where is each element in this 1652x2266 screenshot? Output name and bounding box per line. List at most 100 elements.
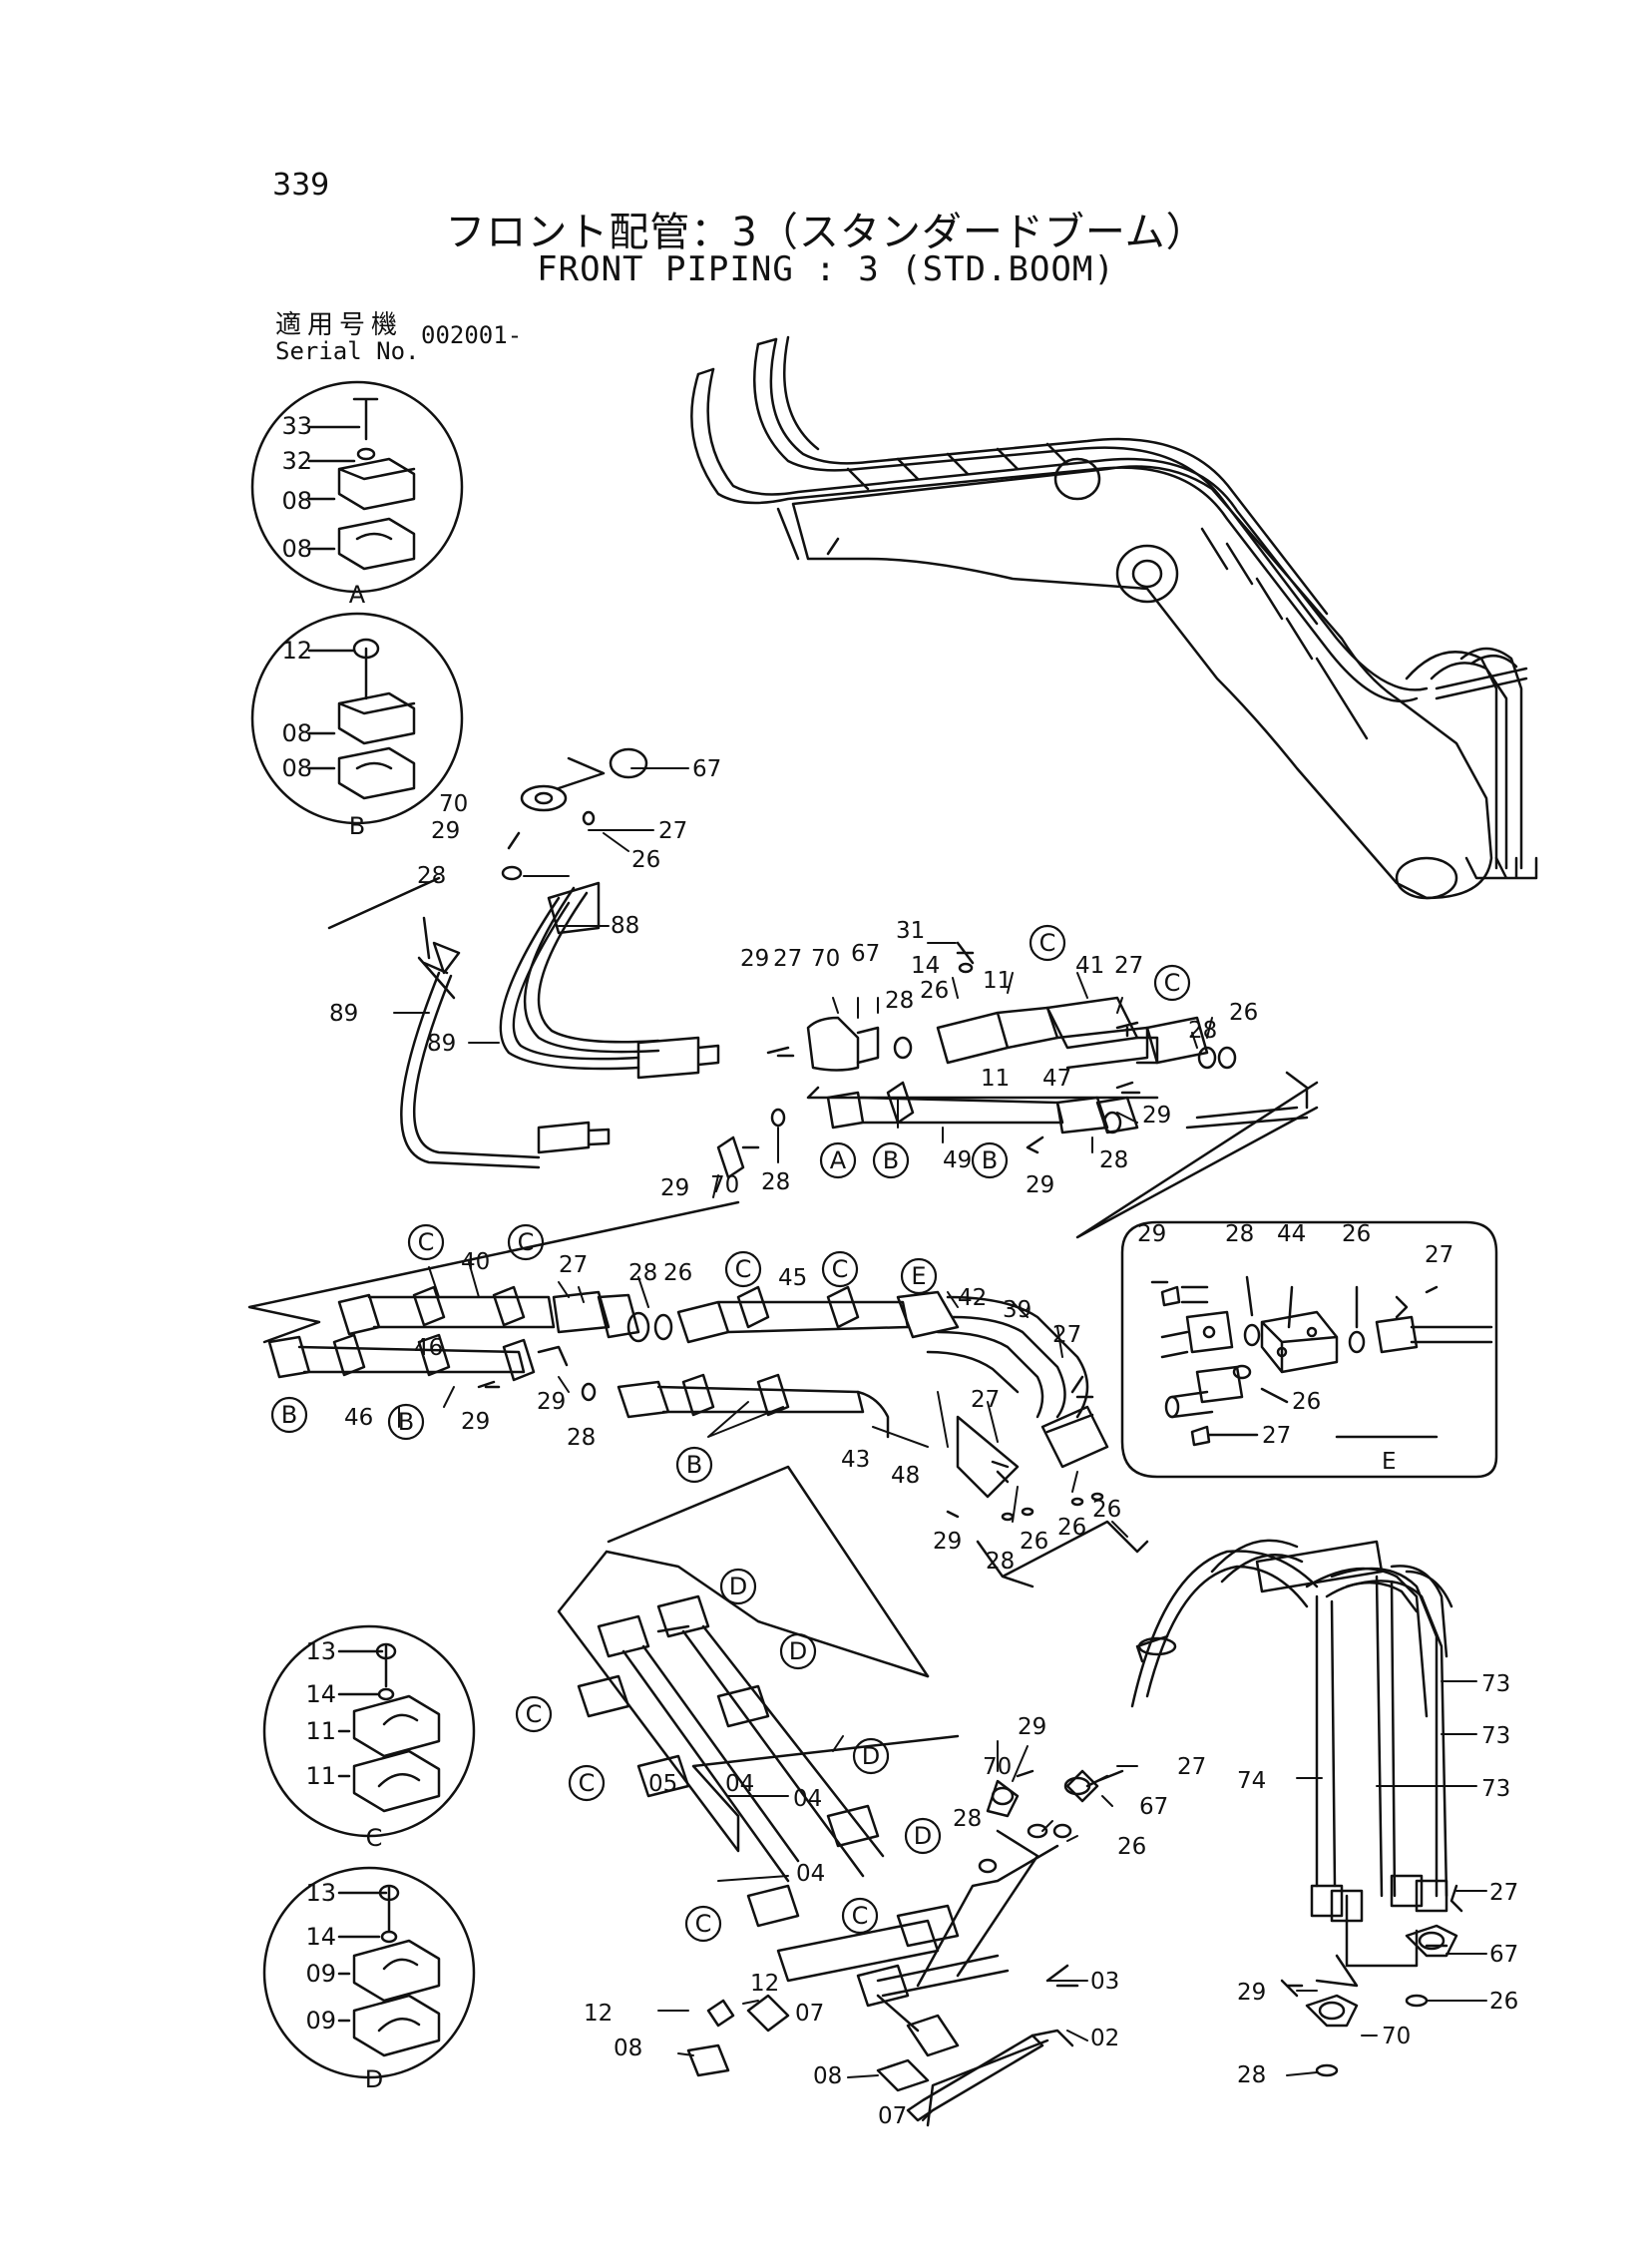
detail-a-id: A (349, 581, 366, 609)
callout-70b: 70 (710, 1172, 739, 1198)
callout-27: 27 (773, 946, 802, 972)
circle-labels: C C A B B C C C C E B B B D D D D C C C … (270, 924, 1191, 1943)
callout-12b: 12 (584, 2001, 613, 2027)
callout-46b: 46 (344, 1405, 373, 1431)
circle-label-c-bottom-1: C (526, 1700, 543, 1728)
callout-28: 28 (885, 988, 914, 1014)
detail-circle-b-drawing (250, 612, 464, 825)
callout-67: 67 (692, 756, 721, 782)
circle-label-c-mid-1: C (1039, 929, 1056, 957)
callout-26: 26 (1020, 1529, 1048, 1555)
serial-label-english: Serial No. (275, 337, 420, 365)
callout-27: 27 (1114, 953, 1143, 979)
callout-11b: 11 (981, 1066, 1010, 1092)
callout-73c: 73 (1481, 1776, 1510, 1802)
circle-label-c-lower-1: C (418, 1228, 435, 1256)
callout-12: 12 (750, 1971, 779, 1997)
callout-47: 47 (1042, 1066, 1071, 1092)
callout-26b: 26 (1292, 1389, 1321, 1415)
detail-b-label-08a: 08 (281, 719, 312, 747)
callout-08: 08 (614, 2036, 642, 2061)
callout-14: 14 (911, 953, 940, 979)
callout-26: 26 (631, 847, 660, 873)
detail-circle-a-drawing (250, 380, 464, 594)
callout-28: 28 (1188, 1018, 1217, 1044)
callout-45: 45 (778, 1265, 807, 1291)
callout-70: 70 (811, 946, 840, 972)
callout-28: 28 (953, 1806, 982, 1832)
callout-26: 26 (1117, 1834, 1146, 1860)
circle-label-c-bottom-4: C (852, 1902, 869, 1930)
detail-e-id: E (1382, 1449, 1397, 1475)
leader-lines (393, 767, 1487, 2121)
lower-pipe-assembly-drawing (247, 1081, 1319, 1588)
callout-43: 43 (841, 1447, 870, 1473)
detail-b-label-08b: 08 (281, 754, 312, 782)
circle-label-b-lower-3: B (686, 1451, 702, 1479)
serial-number-value: 002001- (421, 321, 523, 349)
callout-03: 03 (1090, 1969, 1119, 1995)
callout-28c: 28 (986, 1549, 1015, 1575)
callout-89b: 89 (427, 1031, 456, 1057)
detail-c-label-13: 13 (305, 1637, 336, 1665)
detail-circle-c-drawing (262, 1624, 476, 1838)
circle-label-c-lower-3: C (735, 1255, 752, 1283)
detail-a-label-08a: 08 (281, 487, 312, 515)
callout-29b: 29 (1026, 1172, 1054, 1198)
callout-67b: 67 (1489, 1942, 1518, 1968)
circle-label-c-lower-4: C (832, 1255, 849, 1283)
callout-26: 26 (1229, 1000, 1258, 1026)
callout-02: 02 (1090, 2026, 1119, 2051)
detail-d-id: D (365, 2065, 383, 2093)
detail-b-label-12: 12 (281, 637, 312, 665)
detail-a-label-08b: 08 (281, 535, 312, 563)
circle-label-c-lower-2: C (518, 1228, 535, 1256)
callout-67: 67 (1139, 1794, 1168, 1820)
callout-27b: 27 (1262, 1423, 1291, 1449)
callout-27c: 27 (971, 1387, 1000, 1413)
callout-07b: 07 (878, 2103, 907, 2129)
callout-27: 27 (1425, 1242, 1453, 1268)
callout-28: 28 (628, 1260, 657, 1286)
mid-callout-labels: 31 14 29 27 70 67 28 26 11 41 27 28 26 1… (660, 918, 1258, 1201)
serial-label-japanese: 適用号機 (275, 310, 404, 340)
callout-89a: 89 (329, 1001, 358, 1027)
detail-d-label-09b: 09 (305, 2007, 336, 2035)
callout-67: 67 (851, 941, 880, 967)
callout-28: 28 (417, 863, 446, 889)
callout-27: 27 (1052, 1322, 1081, 1348)
callout-29c: 29 (660, 1175, 689, 1201)
detail-a-label-33: 33 (281, 412, 312, 440)
page-number: 339 (272, 168, 330, 203)
circle-label-b-lower-2: B (398, 1408, 414, 1436)
mid-pipe-assembly-drawing (716, 941, 1309, 1179)
detail-d-label-09a: 09 (305, 1960, 336, 1988)
callout-08b: 08 (813, 2063, 842, 2089)
callout-40: 40 (461, 1249, 490, 1275)
circle-label-d-bottom-3: D (862, 1742, 880, 1770)
callout-26: 26 (920, 978, 949, 1004)
callout-70: 70 (439, 791, 468, 817)
callout-73: 73 (1481, 1671, 1510, 1697)
callout-73b: 73 (1481, 1723, 1510, 1749)
callout-28b: 28 (567, 1425, 596, 1451)
callout-27: 27 (559, 1252, 588, 1278)
callout-41: 41 (1075, 953, 1104, 979)
circle-label-e-lower: E (911, 1262, 926, 1290)
callout-28b: 28 (1237, 2062, 1266, 2088)
callout-04: 04 (793, 1786, 822, 1812)
callout-26b: 26 (1057, 1515, 1086, 1541)
callout-04c: 04 (796, 1861, 825, 1887)
callout-29b: 29 (1237, 1980, 1266, 2006)
callout-46: 46 (414, 1335, 443, 1361)
detail-c-label-14: 14 (305, 1680, 336, 1708)
circle-label-b-mid-2: B (982, 1146, 998, 1174)
bottom-callout-labels: 04 04 04 05 29 70 27 67 28 26 73 73 73 7… (584, 1671, 1518, 2129)
callout-49: 49 (943, 1147, 972, 1173)
callout-26b: 26 (1489, 1989, 1518, 2015)
circle-label-c-mid-2: C (1164, 969, 1181, 997)
callout-05: 05 (648, 1771, 677, 1797)
circle-label-c-bottom-3: C (695, 1910, 712, 1938)
detail-a-label-32: 32 (281, 447, 312, 475)
callout-39: 39 (1003, 1297, 1032, 1323)
